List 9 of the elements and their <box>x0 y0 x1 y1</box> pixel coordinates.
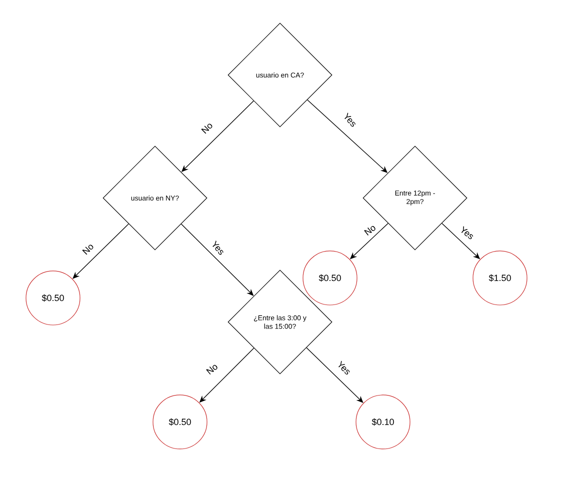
edge-label: Yes <box>341 111 359 129</box>
edge-label: No <box>199 120 215 136</box>
edge-label: Yes <box>209 238 227 258</box>
edge-label: Yes <box>335 359 353 377</box>
edge-label: No <box>80 241 96 257</box>
edge-label: No <box>362 222 378 238</box>
edge-label: No <box>204 361 220 376</box>
arrow <box>72 224 129 279</box>
arrow <box>306 347 364 403</box>
